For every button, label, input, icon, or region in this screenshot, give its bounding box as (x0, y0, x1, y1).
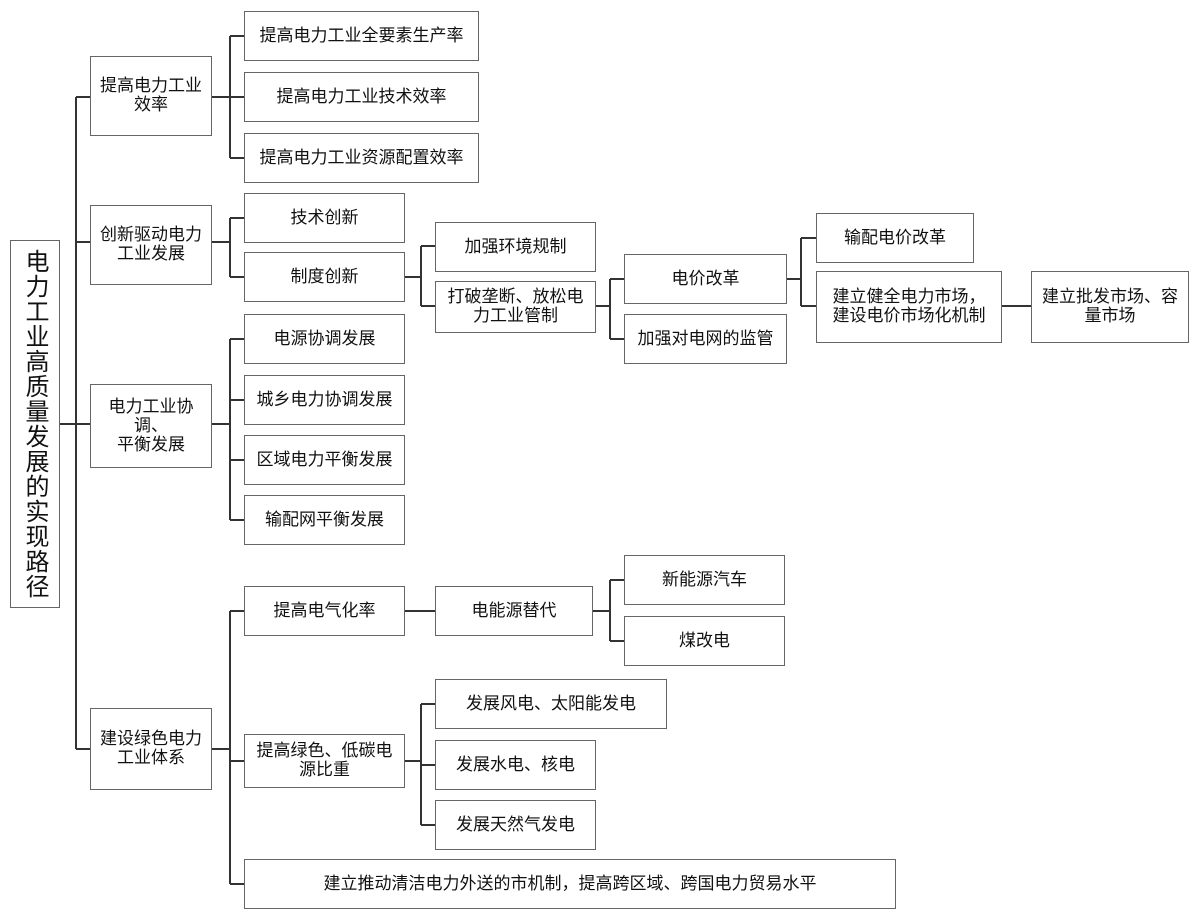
node-wind-solar: 发展风电、太阳能发电 (435, 679, 667, 729)
node-nev: 新能源汽车 (624, 555, 785, 605)
node-price-reform: 电价改革 (624, 254, 787, 304)
root-node: 电力工业高质量发展的实现路径 (10, 240, 60, 608)
node-tech-eff: 提高电力工业技术效率 (244, 72, 479, 122)
node-urban-rural: 城乡电力协调发展 (244, 375, 405, 425)
node-env-reg: 加强环境规制 (435, 222, 596, 272)
node-market: 建立健全电力市场， 建设电价市场化机制 (816, 271, 1002, 343)
node-alloc-eff: 提高电力工业资源配置效率 (244, 133, 479, 183)
node-coal-elec: 煤改电 (624, 616, 785, 666)
node-coordinate: 电力工业协调、 平衡发展 (90, 384, 212, 468)
node-substitute: 电能源替代 (435, 586, 593, 636)
node-grid-supervise: 加强对电网的监管 (624, 314, 787, 364)
node-break-mono: 打破垄断、放松电 力工业管制 (435, 281, 596, 333)
node-td-price: 输配电价改革 (816, 213, 974, 263)
node-source-coord: 电源协调发展 (244, 314, 405, 364)
node-regional: 区域电力平衡发展 (244, 435, 405, 485)
node-efficiency: 提高电力工业 效率 (90, 56, 212, 136)
node-tech-innov: 技术创新 (244, 193, 405, 243)
node-electrify: 提高电气化率 (244, 586, 405, 636)
node-td-balance: 输配网平衡发展 (244, 495, 405, 545)
node-low-carbon: 提高绿色、低碳电 源比重 (244, 734, 405, 788)
node-innovation: 创新驱动电力 工业发展 (90, 205, 212, 285)
node-hydro-nuclear: 发展水电、核电 (435, 740, 596, 790)
node-wholesale: 建立批发市场、容 量市场 (1031, 271, 1189, 343)
node-inst-innov: 制度创新 (244, 252, 405, 302)
node-tfp: 提高电力工业全要素生产率 (244, 11, 479, 61)
node-transmission: 建立推动清洁电力外送的市机制，提高跨区域、跨国电力贸易水平 (244, 859, 896, 909)
node-gas: 发展天然气发电 (435, 800, 596, 850)
node-green: 建设绿色电力 工业体系 (90, 708, 212, 790)
